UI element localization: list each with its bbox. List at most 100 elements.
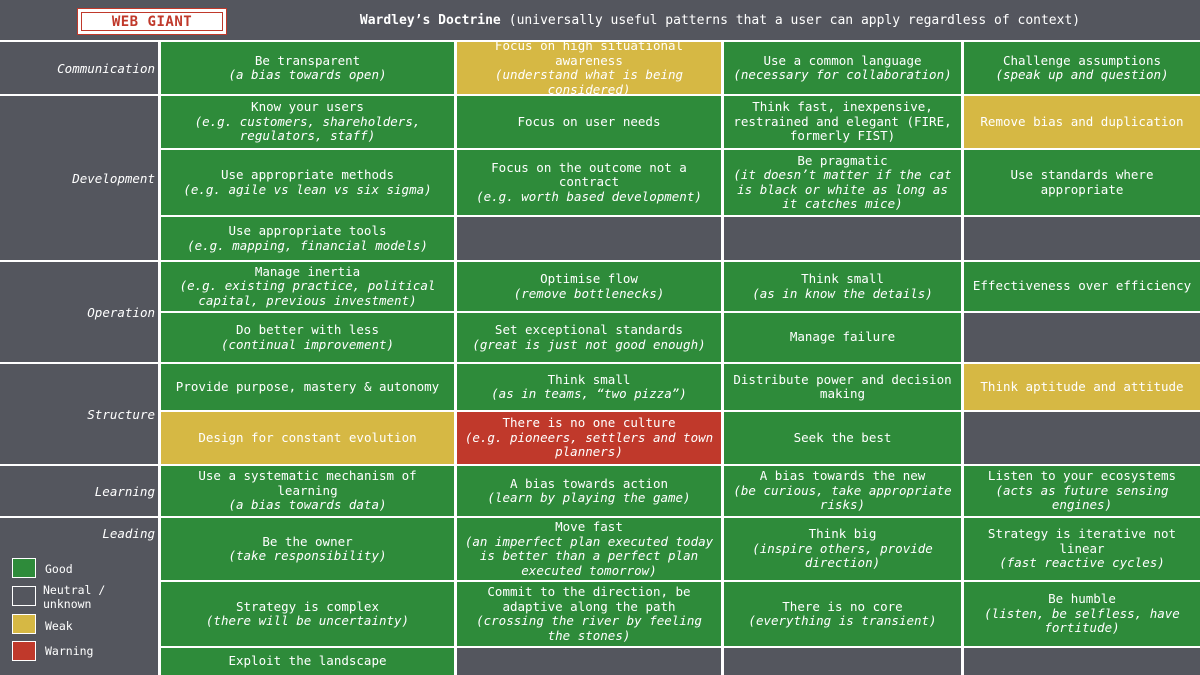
title-bold: Wardley’s Doctrine — [359, 12, 501, 28]
doctrine-cell: Manage inertia(e.g. existing practice, p… — [161, 262, 454, 311]
doctrine-cell: Remove bias and duplication — [964, 96, 1200, 148]
doctrine-cell: Use standards where appropriate — [964, 150, 1200, 215]
legend-swatch-warning — [12, 641, 36, 661]
doctrine-cell: Strategy is iterative not linear(fast re… — [964, 518, 1200, 580]
category-structure: Structure — [0, 364, 158, 464]
category-communication: Communication — [0, 42, 158, 94]
legend-label-weak: Weak — [45, 619, 73, 633]
cell-title: A bias towards the new — [759, 468, 926, 484]
category-learning: Learning — [0, 466, 158, 516]
cell-title: Use a common language — [763, 52, 922, 68]
cell-title: Commit to the direction, be adaptive alo… — [487, 584, 691, 614]
cell-title: A bias towards action — [509, 475, 669, 491]
cell-note: (take responsibility) — [228, 548, 387, 563]
cell-note: (acts as future sensing engines) — [995, 482, 1169, 513]
doctrine-cell: Design for constant evolution — [161, 412, 454, 464]
cell-note: (there will be uncertainty) — [205, 613, 410, 628]
doctrine-cell: Be transparent(a bias towards open) — [161, 42, 454, 94]
cell-title: Strategy is iterative not linear — [987, 526, 1177, 556]
cell-note: (understand what is being considered) — [494, 67, 684, 97]
cell-title: Think small — [801, 271, 884, 286]
cell-note: (continual improvement) — [220, 336, 395, 352]
doctrine-cell: Use appropriate tools(e.g. mapping, fina… — [161, 217, 454, 260]
badge-label: WEB GIANT — [111, 13, 193, 30]
legend-label-warning: Warning — [45, 644, 94, 658]
doctrine-cell: Use a systematic mechanism of learning(a… — [161, 466, 454, 516]
badge-inner-border — [81, 12, 223, 31]
doctrine-cell: Seek the best — [724, 412, 961, 464]
doctrine-cell: Provide purpose, mastery & autonomy — [161, 364, 454, 410]
cell-note: (e.g. customers, shareholders, regulator… — [194, 113, 421, 144]
doctrine-cell: Be the owner(take responsibility) — [161, 518, 454, 580]
cell-title: Manage failure — [789, 329, 896, 345]
cell-note: (it doesn’t matter if the cat is black o… — [733, 167, 952, 211]
cell-note: (listen, be selfless, have fortitude) — [984, 605, 1180, 636]
cell-note: (remove bottlenecks) — [513, 285, 665, 301]
doctrine-cell: Focus on user needs — [457, 96, 721, 148]
doctrine-cell: Think small(as in teams, “two pizza”) — [457, 364, 721, 410]
category-operation: Operation — [0, 262, 158, 362]
cell-note: (as in know the details) — [752, 285, 933, 301]
cell-title: Focus on user needs — [517, 113, 661, 129]
cell-note: (be curious, take appropriate risks) — [733, 482, 952, 513]
doctrine-cell: Use a common language(necessary for coll… — [724, 42, 961, 94]
legend-label-good: Good — [45, 562, 73, 576]
doctrine-cell: Challenge assumptions(speak up and quest… — [964, 42, 1200, 94]
cell-note: (e.g. existing practice, political capit… — [179, 278, 436, 308]
cell-note: (speak up and question) — [995, 67, 1169, 82]
doctrine-cell: Move fast(an imperfect plan executed tod… — [457, 518, 721, 580]
empty-cell — [964, 217, 1200, 260]
cell-note: (a bias towards data) — [228, 497, 387, 513]
empty-cell — [724, 648, 961, 675]
cell-title: Challenge assumptions — [1002, 52, 1162, 68]
doctrine-cell: Be pragmatic(it doesn’t matter if the ca… — [724, 150, 961, 215]
cell-note: (everything is transient) — [748, 613, 937, 628]
empty-cell — [964, 412, 1200, 464]
doctrine-cell: Think small(as in know the details) — [724, 262, 961, 311]
cell-title: Strategy is complex — [236, 598, 379, 614]
cell-title: Think big — [808, 526, 877, 542]
cell-title: Seek the best — [793, 429, 892, 445]
cell-title: Move fast — [555, 519, 623, 534]
doctrine-cell: Use appropriate methods(e.g. agile vs le… — [161, 150, 454, 215]
title-subtitle: (universally useful patterns that a user… — [508, 12, 1081, 28]
doctrine-cell: Set exceptional standards(great is just … — [457, 313, 721, 362]
empty-cell — [724, 217, 961, 260]
cell-title: There is no core — [782, 598, 903, 614]
cell-title: Be humble — [1048, 591, 1116, 607]
cell-title: Think fast, inexpensive, restrained and … — [733, 99, 952, 144]
cell-note: (as in teams, “two pizza”) — [491, 386, 687, 401]
doctrine-cell: Think big(inspire others, provide direct… — [724, 518, 961, 580]
empty-cell — [964, 648, 1200, 675]
doctrine-cell: Think fast, inexpensive, restrained and … — [724, 96, 961, 148]
doctrine-cell: Manage failure — [724, 313, 961, 362]
cell-title: Exploit the landscape — [228, 653, 387, 669]
cell-note: (inspire others, provide direction) — [752, 540, 933, 571]
cell-note: (fast reactive cycles) — [999, 555, 1165, 571]
cell-note: (e.g. agile vs lean vs six sigma) — [183, 181, 432, 197]
cell-note: (e.g. worth based development) — [476, 188, 702, 204]
doctrine-cell: A bias towards action(learn by playing t… — [457, 466, 721, 516]
cell-title: Be pragmatic — [797, 152, 888, 168]
legend-swatch-neutral — [12, 586, 36, 606]
doctrine-cell: Distribute power and decision making — [724, 364, 961, 410]
cell-note: (learn by playing the game) — [487, 490, 691, 505]
cell-note: (e.g. pioneers, settlers and town planne… — [464, 429, 714, 460]
cell-title: Effectiveness over efficiency — [972, 278, 1192, 294]
doctrine-cell: A bias towards the new(be curious, take … — [724, 466, 961, 516]
cell-title: Focus on the outcome not a contract — [491, 159, 687, 190]
cell-title: Use appropriate methods — [220, 167, 395, 182]
cell-title: Focus on high situational awareness — [494, 38, 684, 68]
doctrine-cell: Commit to the direction, be adaptive alo… — [457, 582, 721, 646]
cell-title: Do better with less — [236, 322, 379, 337]
cell-title: Remove bias and duplication — [980, 113, 1184, 129]
doctrine-cell: Strategy is complex(there will be uncert… — [161, 582, 454, 646]
doctrine-cell: Do better with less(continual improvemen… — [161, 313, 454, 362]
doctrine-cell: Listen to your ecosystems(acts as future… — [964, 466, 1200, 516]
category-label: Structure — [87, 406, 155, 422]
cell-note: (e.g. mapping, financial models) — [187, 237, 428, 253]
cell-note: (necessary for collaboration) — [733, 67, 952, 82]
doctrine-cell: Effectiveness over efficiency — [964, 262, 1200, 311]
cell-title: Provide purpose, mastery & autonomy — [175, 378, 440, 394]
cell-note: (great is just not good enough) — [472, 336, 706, 352]
